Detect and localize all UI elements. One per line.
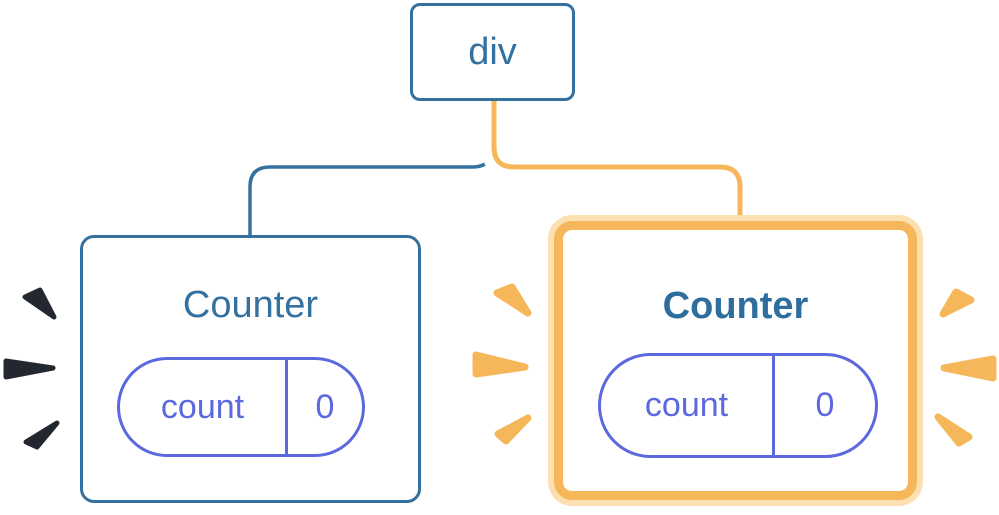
spark-icon	[939, 288, 975, 318]
state-key: count	[120, 360, 288, 454]
counter-card-left: Counter count 0	[80, 235, 421, 503]
sparks-right-counter-right	[934, 288, 997, 447]
spark-icon	[493, 283, 532, 317]
spark-icon	[22, 287, 57, 320]
sparks-left-dark	[3, 287, 60, 450]
spark-icon	[3, 358, 56, 380]
tree-node-div: div	[410, 3, 575, 101]
counter-title: Counter	[662, 285, 809, 327]
spark-icon	[940, 355, 997, 382]
tree-node-div-label: div	[468, 30, 517, 73]
spark-icon	[934, 413, 973, 447]
state-value: 0	[815, 386, 835, 424]
state-value: 0	[315, 387, 335, 426]
state-pill: count 0	[117, 357, 365, 457]
state-pill: count 0	[598, 353, 878, 458]
counter-title: Counter	[182, 284, 319, 326]
connector-casing	[481, 100, 753, 222]
spark-icon	[23, 420, 60, 450]
spark-icon	[472, 351, 529, 378]
sparks-right-counter-left	[472, 283, 532, 445]
spark-icon	[494, 414, 532, 445]
counter-card-right-highlighted: Counter count 0	[554, 221, 917, 500]
connector-to-right-counter	[491, 100, 743, 222]
state-key: count	[601, 356, 775, 455]
connector-to-left-counter	[248, 100, 495, 236]
